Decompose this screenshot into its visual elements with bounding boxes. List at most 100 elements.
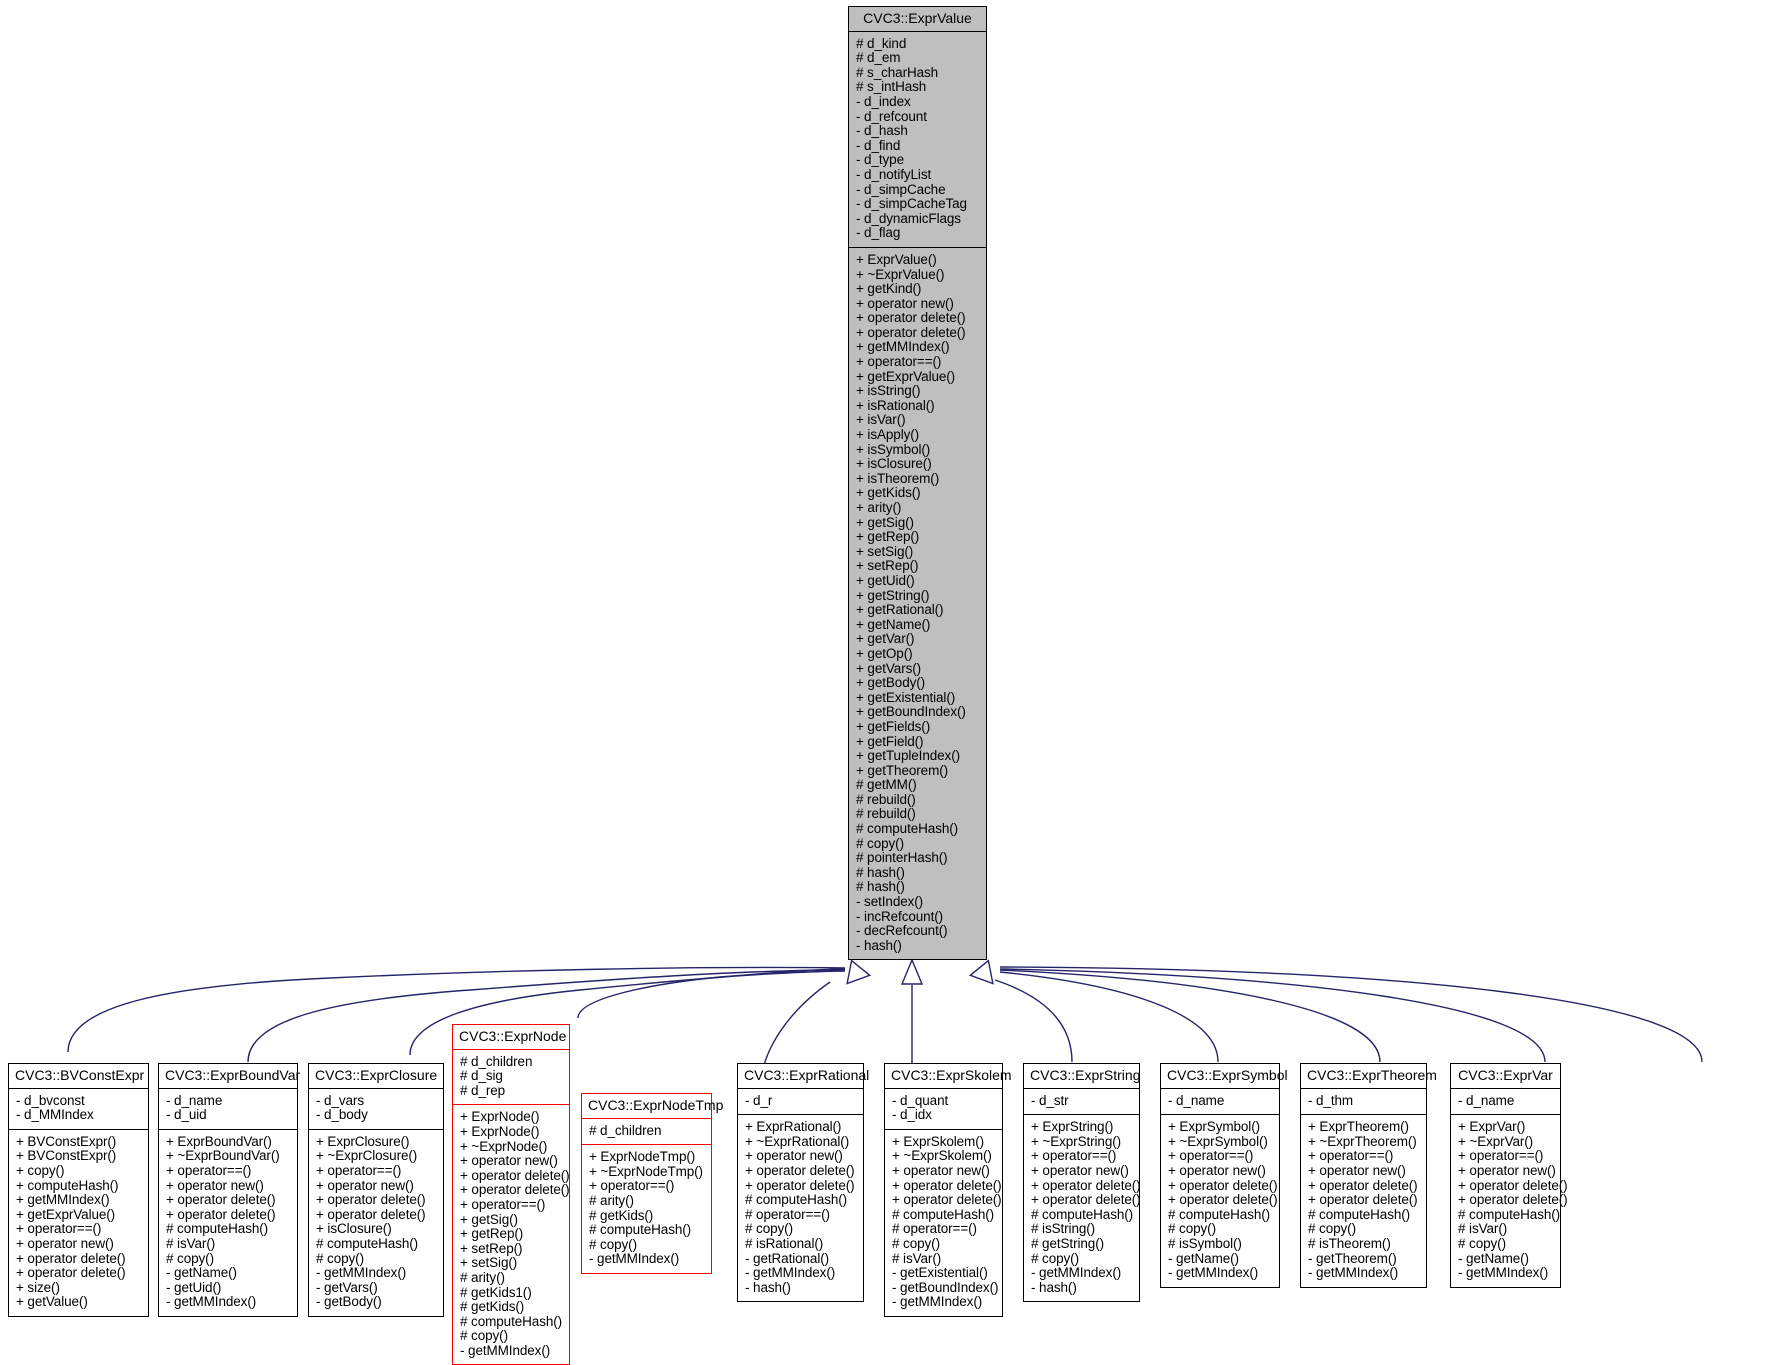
operation: # hash() (856, 864, 905, 880)
operation: + isVar() (856, 412, 906, 428)
operation: + isClosure() (316, 1221, 392, 1237)
class-attributes: - d_name (1161, 1089, 1279, 1116)
attribute: - d_simpCache (856, 181, 946, 197)
operation: # computeHash() (892, 1206, 995, 1222)
operation: # computeHash() (1031, 1206, 1134, 1222)
operation: # pointerHash() (856, 850, 948, 866)
class-operations: + ExprValue() + ~ExprValue() + getKind()… (849, 248, 986, 960)
operation: # operator==() (745, 1206, 830, 1222)
operation: # copy() (745, 1221, 793, 1237)
operation: # rebuild() (856, 791, 916, 807)
class-box-exprstring[interactable]: CVC3::ExprString- d_str+ ExprString()+ ~… (1023, 1063, 1141, 1303)
operation: - getMMIndex() (460, 1342, 551, 1358)
operation: + computeHash() (16, 1177, 119, 1193)
class-box-bvconstexpr[interactable]: CVC3::BVConstExpr- d_bvconst- d_MMIndex+… (8, 1063, 149, 1317)
operation: + BVConstExpr() (16, 1133, 117, 1149)
class-box-exprskolem[interactable]: CVC3::ExprSkolem- d_quant- d_idx+ ExprSk… (884, 1063, 1012, 1317)
operation: - getRational() (745, 1250, 830, 1266)
attribute: - d_quant (892, 1092, 949, 1108)
operation: + operator delete() (856, 324, 966, 340)
operation: + getKind() (856, 281, 922, 297)
attribute: # d_sig (460, 1068, 503, 1084)
operation: # computeHash() (1308, 1206, 1411, 1222)
class-operations: + ExprNodeTmp()+ ~ExprNodeTmp()+ operato… (582, 1145, 711, 1273)
operation: - getMMIndex() (316, 1265, 407, 1281)
operation: + ExprString() (1031, 1119, 1114, 1135)
operation: - getMMIndex() (745, 1265, 836, 1281)
class-box-exprvalue[interactable]: CVC3::ExprValue # d_kind # d_em # s_char… (848, 6, 987, 961)
attribute: - d_name (1458, 1092, 1515, 1108)
class-operations: + ExprRational()+ ~ExprRational()+ opera… (738, 1115, 863, 1301)
operation: + getRep() (856, 529, 920, 545)
operation: # copy() (589, 1236, 637, 1252)
operation: + setSig() (856, 543, 914, 559)
operation: - getMMIndex() (1031, 1265, 1122, 1281)
operation: + arity() (856, 500, 902, 515)
operation: + ~ExprSymbol() (1168, 1133, 1268, 1149)
operation: + getFields() (856, 718, 931, 734)
class-box-exprclosure[interactable]: CVC3::ExprClosure- d_vars- d_body+ ExprC… (308, 1063, 444, 1317)
operation: # copy() (166, 1250, 214, 1266)
class-box-exprnode[interactable]: CVC3::ExprNode# d_children# d_sig# d_rep… (452, 1024, 570, 1365)
class-box-exprsymbol[interactable]: CVC3::ExprSymbol- d_name+ ExprSymbol()+ … (1160, 1063, 1288, 1288)
operation: + ExprRational() (745, 1119, 842, 1135)
operation: + isTheorem() (856, 470, 940, 486)
operation: + copy() (16, 1162, 65, 1178)
attribute: - d_body (316, 1107, 368, 1123)
attribute: # d_children (589, 1122, 662, 1138)
operation: + getExprValue() (856, 368, 956, 384)
operation: + isString() (856, 383, 921, 399)
operation: - getMMIndex() (892, 1294, 983, 1310)
operation: + ~ExprValue() (856, 266, 945, 282)
operation: + ~ExprTheorem() (1308, 1133, 1417, 1149)
class-title: CVC3::BVConstExpr (9, 1064, 148, 1089)
operation: + operator==() (1168, 1148, 1254, 1164)
operation: + getSig() (856, 514, 914, 530)
class-attributes: - d_vars- d_body (309, 1089, 443, 1130)
operation: # copy() (892, 1235, 940, 1251)
operation: # operator==() (892, 1221, 977, 1237)
class-attributes: # d_children# d_sig# d_rep (453, 1050, 569, 1106)
operation: + setSig() (460, 1255, 518, 1271)
class-attributes: - d_name- d_uid (159, 1089, 297, 1130)
operation: + operator new() (1168, 1162, 1266, 1178)
operation: # isVar() (892, 1250, 942, 1266)
class-box-exprvar[interactable]: CVC3::ExprVar- d_name+ ExprVar()+ ~ExprV… (1450, 1063, 1568, 1288)
class-attributes: - d_quant- d_idx (885, 1089, 1002, 1130)
class-title: CVC3::ExprString (1024, 1064, 1140, 1089)
operation: # computeHash() (460, 1313, 563, 1329)
attribute: - d_type (856, 152, 904, 168)
operation: - setIndex() (856, 894, 924, 910)
operation: + operator delete() (316, 1192, 426, 1208)
operation: + operator delete() (460, 1182, 570, 1198)
operation: # arity() (460, 1269, 505, 1285)
class-box-exprboundvar[interactable]: CVC3::ExprBoundVar- d_name- d_uid+ ExprB… (158, 1063, 300, 1317)
attribute: - d_simpCacheTag (856, 196, 967, 212)
operation: + getSig() (460, 1211, 518, 1227)
operation: + getMMIndex() (16, 1192, 110, 1208)
operation: + ExprNodeTmp() (589, 1149, 696, 1165)
class-box-exprrational[interactable]: CVC3::ExprRational- d_r+ ExprRational()+… (737, 1063, 869, 1303)
operation: # getKids() (460, 1299, 525, 1315)
operation: + operator delete() (1168, 1192, 1278, 1208)
operation: + ExprVar() (1458, 1119, 1526, 1135)
operation: + operator new() (460, 1153, 558, 1169)
operation: - getMMIndex() (1458, 1265, 1549, 1281)
operation: + operator new() (745, 1148, 843, 1164)
operation: + getOp() (856, 645, 913, 661)
operation: + ExprValue() (856, 251, 937, 267)
class-box-exprnodetmp[interactable]: CVC3::ExprNodeTmp# d_children+ ExprNodeT… (581, 1093, 723, 1274)
operation: - getName() (1168, 1250, 1239, 1266)
operation: - getName() (1458, 1250, 1529, 1266)
class-box-exprtheorem[interactable]: CVC3::ExprTheorem- d_thm+ ExprTheorem()+… (1300, 1063, 1437, 1288)
class-title: CVC3::ExprSymbol (1161, 1064, 1288, 1089)
operation: + operator delete() (1458, 1177, 1568, 1193)
attribute: - d_notifyList (856, 166, 932, 182)
operation: # isSymbol() (1168, 1235, 1242, 1251)
operation: + ExprTheorem() (1308, 1119, 1409, 1135)
attribute: - d_idx (892, 1107, 932, 1123)
operation: + getUid() (856, 572, 915, 588)
operation: + getValue() (16, 1294, 88, 1310)
operation: # computeHash() (316, 1235, 419, 1251)
operation: # getKids() (589, 1207, 654, 1223)
